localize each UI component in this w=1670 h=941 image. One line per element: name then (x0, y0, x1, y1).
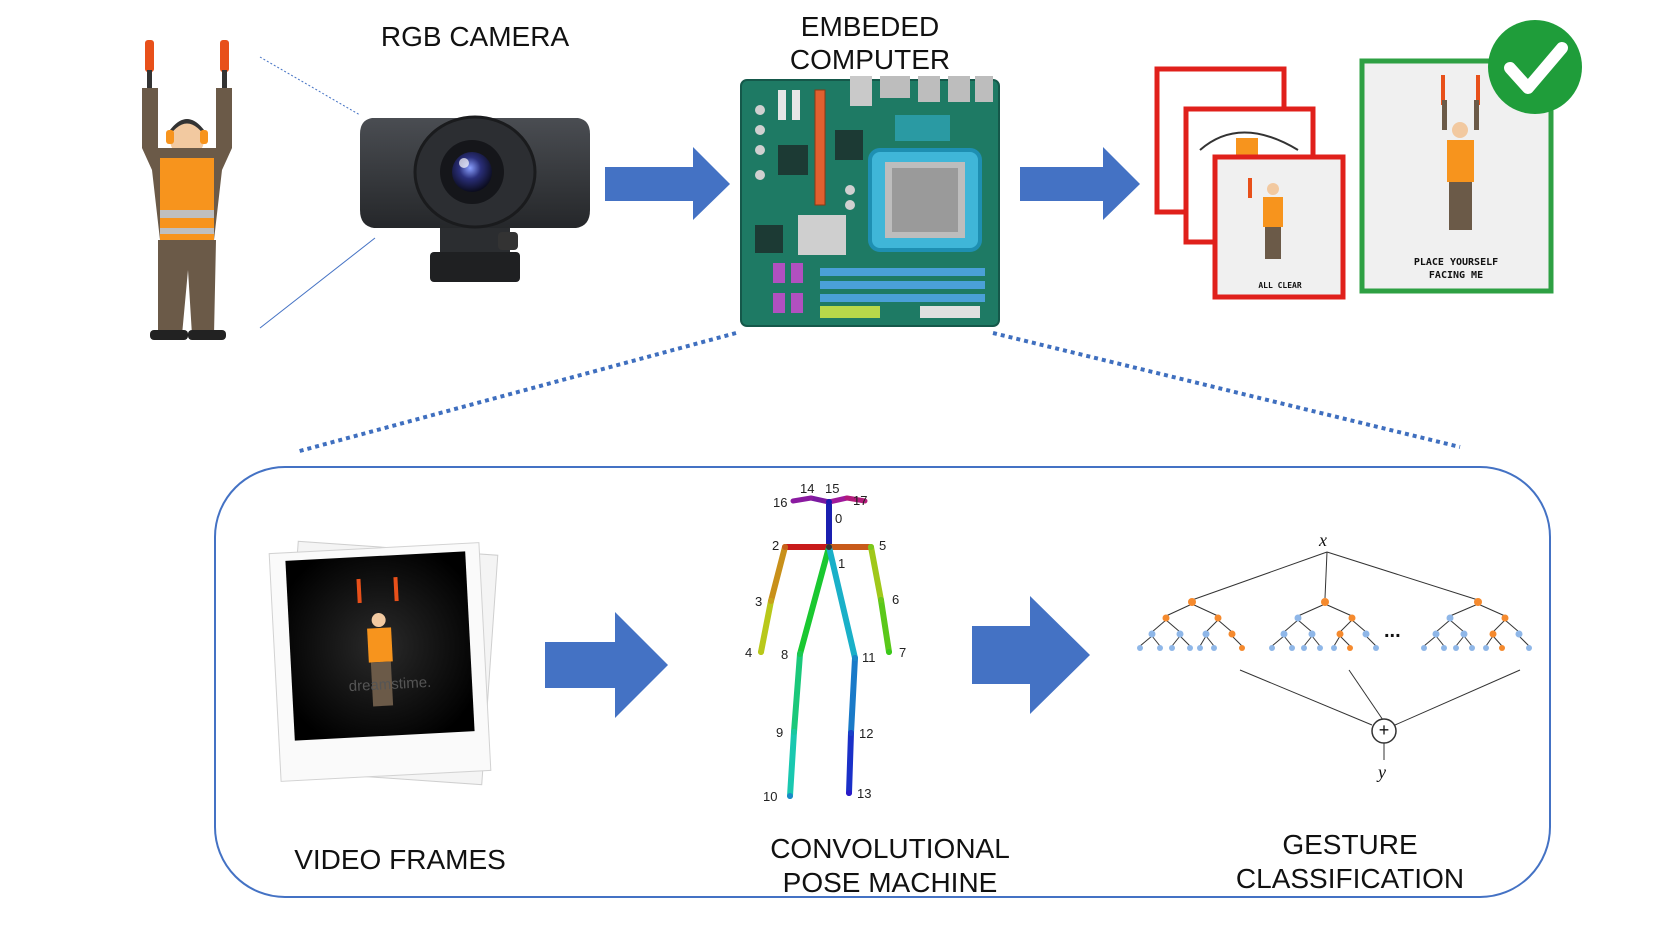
marshaller-figure (142, 40, 232, 340)
keypoint-label: 12 (859, 726, 874, 741)
keypoint-label: 1 (838, 556, 846, 571)
label-rgb-camera: RGB CAMERA (380, 21, 570, 52)
sum-node (1371, 718, 1397, 744)
webcam-icon (360, 115, 590, 282)
keypoint-label: 3 (755, 594, 763, 609)
ensemble-sum-symbol: + (1378, 720, 1390, 740)
label-gesture-line2: CLASSIFICATION (1235, 863, 1465, 894)
fov-line-top (259, 56, 361, 116)
pose-skeleton (758, 495, 892, 799)
keypoint-label: 7 (899, 645, 907, 660)
label-cpm-line1: CONVOLUTIONAL (770, 833, 1010, 864)
keypoint-label: 15 (825, 481, 840, 496)
arrow-pose-to-classifier (972, 596, 1090, 714)
card-caption-final-line1: PLACE YOURSELF (1413, 257, 1499, 268)
tree-nodes (1137, 598, 1532, 651)
card-caption-final-line2: FACING ME (1428, 270, 1484, 281)
arrow-frames-to-pose (545, 612, 668, 718)
label-computer-line1: EMBEDED (800, 11, 940, 42)
label-video-frames: VIDEO FRAMES (294, 844, 506, 875)
keypoint-label: 14 (800, 481, 815, 496)
gesture-card-front (1212, 154, 1346, 300)
arrow-camera-to-computer (605, 147, 730, 220)
motherboard-icon (740, 76, 1000, 327)
keypoint-label: 2 (772, 538, 780, 553)
fov-line-bottom (259, 237, 376, 329)
zoom-line-left (295, 331, 737, 454)
pipeline-panel (214, 466, 1551, 898)
checkmark-icon (1488, 20, 1582, 114)
keypoint-label: 5 (879, 538, 887, 553)
keypoint-label: 9 (776, 725, 784, 740)
keypoint-label: 17 (853, 493, 868, 508)
keypoint-label: 6 (892, 592, 900, 607)
keypoint-label: 10 (763, 789, 778, 804)
keypoint-label: 0 (835, 511, 843, 526)
keypoint-label: 16 (773, 495, 788, 510)
keypoint-label: 13 (857, 786, 872, 801)
arrow-computer-to-cards (1020, 147, 1140, 220)
label-gesture-line1: GESTURE (1282, 829, 1418, 860)
keypoint-label: 8 (781, 647, 789, 662)
label-computer-line2: COMPUTER (789, 44, 951, 75)
keypoint-label: 4 (745, 645, 753, 660)
video-frames-photos (268, 540, 499, 786)
label-cpm-line2: POSE MACHINE (782, 867, 998, 898)
ensemble-output-label: y (1378, 762, 1386, 782)
ensemble-input-label: x (1319, 530, 1327, 550)
card-caption-all-clear: ALL CLEAR (1258, 281, 1302, 290)
keypoint-label: 11 (862, 650, 876, 665)
zoom-line-right (992, 331, 1461, 449)
ensemble-ellipsis: ... (1384, 620, 1401, 642)
tree-ensemble (1139, 551, 1530, 760)
